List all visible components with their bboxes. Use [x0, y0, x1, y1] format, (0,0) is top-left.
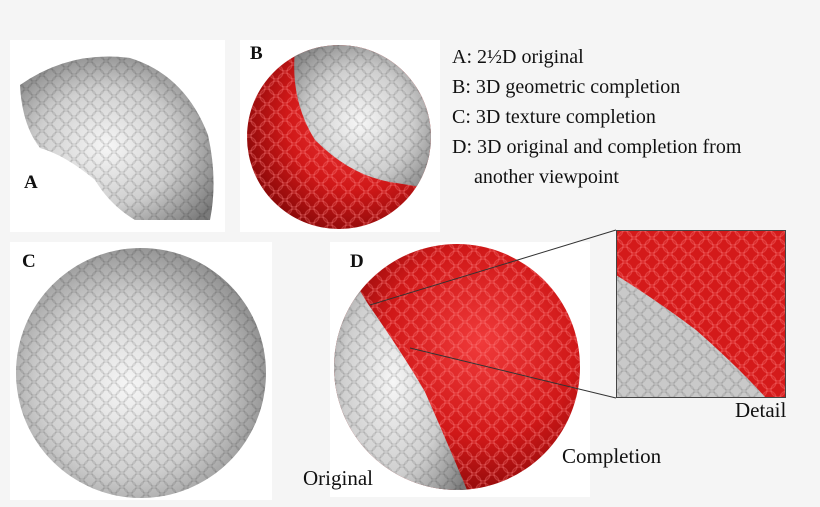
caption-detail: Detail — [735, 398, 787, 422]
textured-ball-image — [16, 248, 266, 498]
completed-ball-image — [247, 45, 431, 229]
legend-item-c: C: 3D texture completion — [452, 106, 656, 128]
legend-item-a: A: 2½D original — [452, 46, 584, 68]
caption-completion: Completion — [562, 444, 662, 468]
panel-c-label: C — [22, 251, 36, 272]
legend-item-b: B: 3D geometric completion — [452, 76, 681, 98]
caption-original: Original — [303, 466, 373, 490]
panel-d-label: D — [350, 251, 364, 272]
partial-golf-ball-image — [20, 56, 214, 220]
detail-zoom-image — [616, 230, 786, 398]
detail-inset — [616, 230, 786, 398]
panel-b — [240, 40, 440, 232]
panel-a — [10, 40, 225, 232]
legend-item-d-continued: another viewpoint — [474, 166, 619, 188]
panel-b-label: B — [250, 43, 263, 64]
legend: A: 2½D original B: 3D geometric completi… — [452, 42, 820, 192]
panel-d — [330, 242, 590, 497]
legend-item-d: D: 3D original and completion from — [452, 136, 742, 158]
panel-a-label: A — [24, 172, 38, 193]
panel-c — [10, 242, 272, 500]
original-and-completion-ball-image — [334, 244, 580, 490]
